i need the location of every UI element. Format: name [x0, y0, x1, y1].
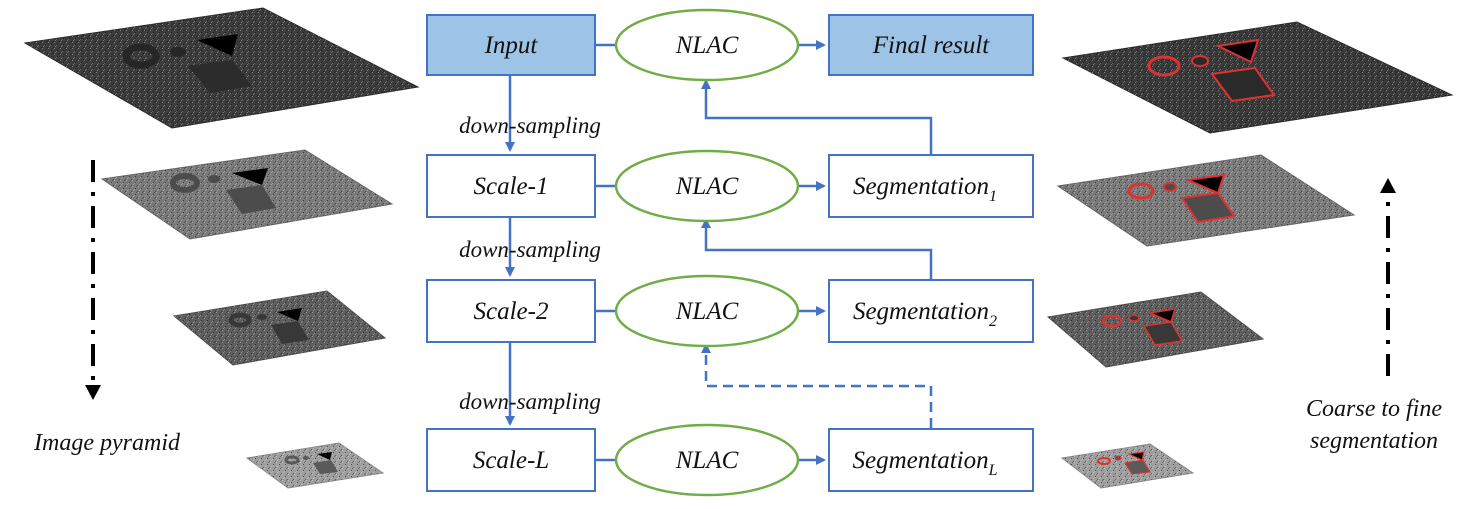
node-input: Input [426, 14, 596, 76]
segmentation-1-text: Segmentation [853, 173, 989, 200]
edge-segL-nlac2 [701, 343, 933, 428]
segmentation-2-subscript: 2 [989, 313, 997, 330]
segmentation-l-text: Segmentation [853, 447, 989, 474]
result-image-0 [1061, 21, 1454, 134]
node-scale-l-label: Scale-L [473, 447, 549, 474]
pyramid-label: Image pyramid [33, 430, 181, 456]
segmentation-l-subscript: L [988, 462, 998, 479]
result-image-1 [1056, 154, 1356, 247]
pyramid-image-0 [23, 7, 420, 129]
node-nlac-l-label: NLAC [675, 447, 739, 474]
coarse-arrowhead [1380, 178, 1396, 193]
node-nlac-1: NLAC [614, 149, 800, 223]
down-sampling-label-3: down-sampling [459, 389, 601, 414]
coarse-label-line1: Coarse to fine [1306, 396, 1442, 422]
node-nlac-0: NLAC [614, 8, 800, 82]
node-segmentation-1-label: Segmentation1 [853, 173, 997, 205]
node-nlac-0-label: NLAC [675, 32, 739, 59]
node-nlac-2-label: NLAC [675, 298, 739, 325]
node-segmentation-l-label: SegmentationL [853, 447, 998, 479]
node-segmentation-2: Segmentation2 [828, 279, 1034, 343]
pyramid-arrowhead [85, 385, 101, 400]
coarse-label-line2: segmentation [1310, 428, 1438, 454]
down-sampling-label-2: down-sampling [459, 237, 601, 262]
pyramid-image-2 [172, 290, 387, 366]
pyramid-image-1 [100, 149, 394, 240]
node-final-result: Final result [828, 14, 1034, 76]
down-sampling-label-1: down-sampling [459, 113, 601, 138]
node-segmentation-1: Segmentation1 [828, 154, 1034, 218]
node-segmentation-2-label: Segmentation2 [853, 298, 997, 330]
result-image-2 [1046, 291, 1265, 368]
node-nlac-2: NLAC [614, 274, 800, 348]
segmentation-2-text: Segmentation [853, 298, 989, 325]
node-scale-l: Scale-L [426, 428, 596, 492]
node-input-label: Input [484, 32, 539, 59]
edge-seg1-nlac0 [701, 79, 933, 154]
result-image-3 [1060, 443, 1195, 489]
node-scale-1: Scale-1 [426, 154, 596, 218]
pyramid-image-3 [245, 442, 385, 489]
node-nlac-1-label: NLAC [675, 173, 739, 200]
node-segmentation-l: SegmentationL [828, 428, 1034, 492]
node-nlac-l: NLAC [614, 423, 800, 497]
node-final-result-label: Final result [872, 32, 990, 59]
node-scale-1-label: Scale-1 [474, 173, 549, 200]
node-scale-2-label: Scale-2 [474, 298, 549, 325]
segmentation-1-subscript: 1 [989, 188, 997, 205]
edge-seg2-nlac1 [701, 218, 933, 279]
node-scale-2: Scale-2 [426, 279, 596, 343]
